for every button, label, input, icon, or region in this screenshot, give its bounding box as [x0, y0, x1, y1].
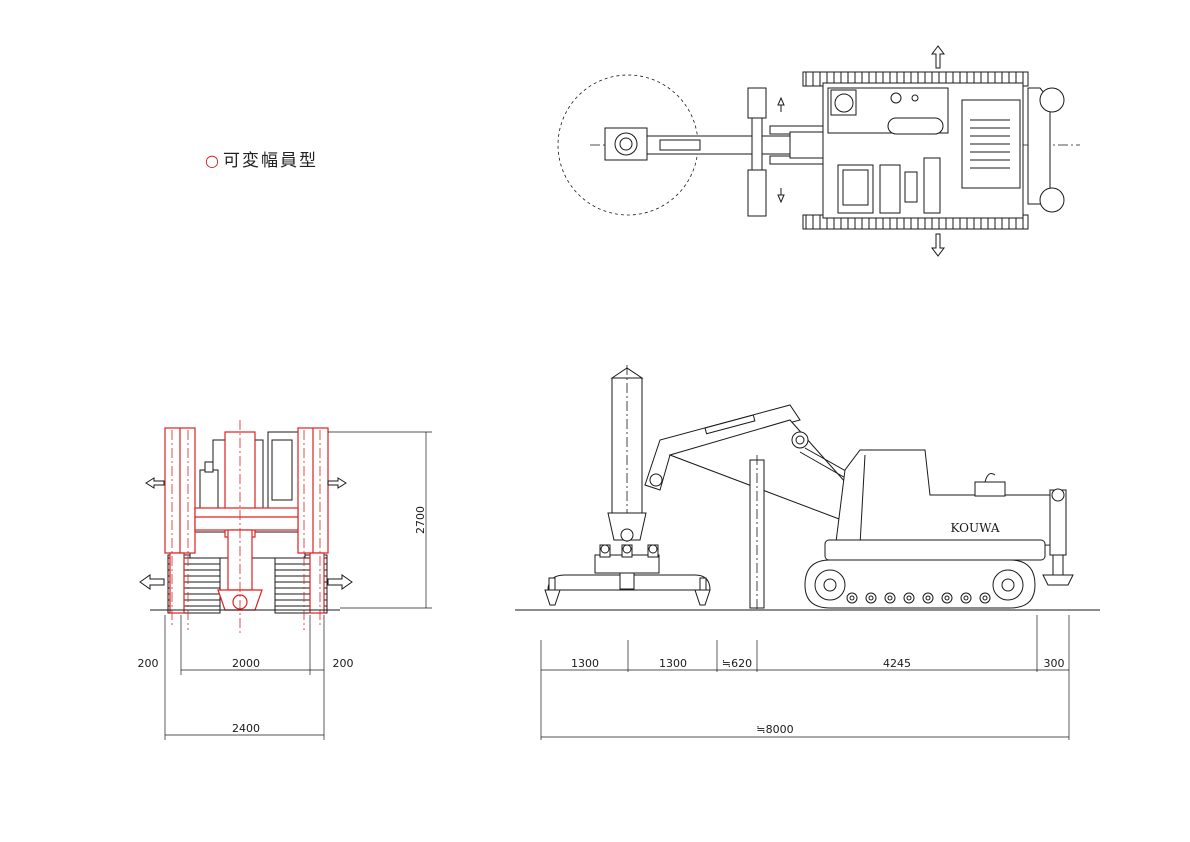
- dim-seg3: ≒620: [722, 657, 752, 670]
- side-view: [515, 365, 1100, 740]
- width-expand-down-icon: [931, 233, 945, 257]
- dim-left-margin: 200: [138, 657, 159, 670]
- front-view: [139, 420, 432, 740]
- arrow-down-icon: [777, 188, 785, 204]
- dim-seg4: 4245: [883, 657, 911, 670]
- front-arrow-left-lower-icon: [139, 574, 165, 590]
- top-outrigger-lower: [747, 169, 767, 217]
- circle-mark-icon: ○: [205, 151, 221, 170]
- side-track-frame: [824, 539, 1046, 561]
- front-arrow-left-upper-icon: [145, 477, 165, 489]
- dim-height: 2700: [414, 506, 427, 534]
- dim-track-gauge: 2000: [232, 657, 260, 670]
- dim-seg2: 1300: [659, 657, 687, 670]
- drawing-title: ○可変幅員型: [205, 146, 318, 171]
- dim-total-length: ≒8000: [756, 723, 793, 736]
- dim-seg1: 1300: [571, 657, 599, 670]
- top-view: [557, 45, 1080, 257]
- drawing-title-text: 可変幅員型: [222, 151, 318, 171]
- side-crawler: [804, 559, 1036, 609]
- top-head-ring: [614, 132, 638, 156]
- width-expand-up-icon: [931, 45, 945, 69]
- dim-seg5: 300: [1044, 657, 1065, 670]
- front-arrow-right-lower-icon: [327, 574, 353, 590]
- dim-total-width: 2400: [232, 722, 260, 735]
- machine-label: KOUWA: [951, 521, 1000, 535]
- side-attachment-frame: [594, 554, 660, 574]
- arrow-up-icon: [777, 96, 785, 112]
- front-arrow-right-upper-icon: [327, 477, 347, 489]
- side-upper-structure: [834, 449, 1051, 551]
- side-boom: [644, 404, 801, 491]
- front-crossbeam: [194, 507, 299, 531]
- dim-right-margin: 200: [333, 657, 354, 670]
- top-outrigger-upper: [747, 87, 767, 119]
